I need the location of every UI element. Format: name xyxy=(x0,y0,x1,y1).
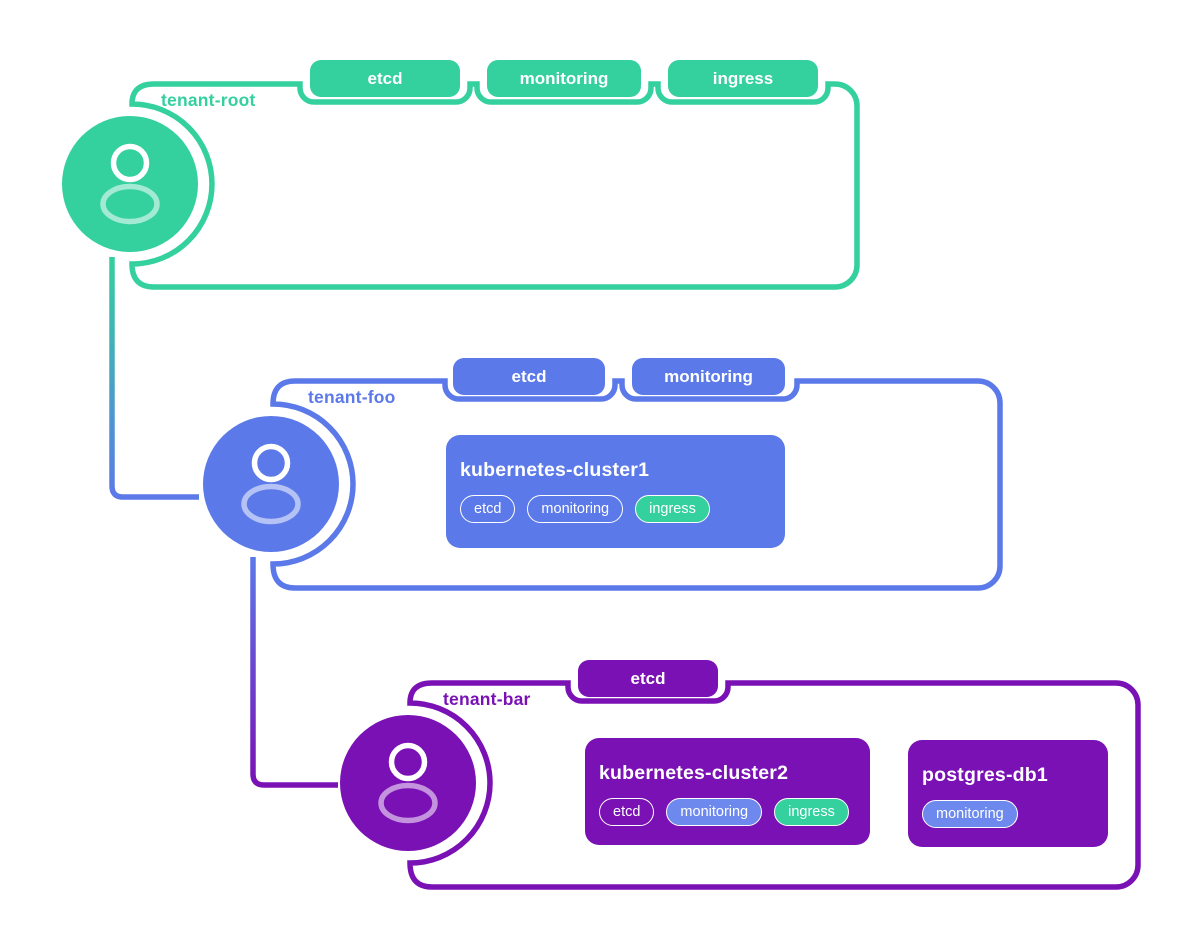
resource-pill-row: etcd monitoring ingress xyxy=(599,798,854,826)
tenant-bar-label: tenant-bar xyxy=(443,689,531,709)
tenant-root-avatar xyxy=(62,116,198,252)
tenant-foo-box xyxy=(270,378,1003,591)
resource-card-kubernetes-cluster2: kubernetes-cluster2 etcd monitoring ingr… xyxy=(585,738,870,845)
resource-title: kubernetes-cluster1 xyxy=(460,459,650,481)
tenant-bar-box xyxy=(407,680,1141,890)
tenant-root-tag-etcd: etcd xyxy=(310,60,460,97)
tenant-root-label: tenant-root xyxy=(161,90,256,110)
resource-pill-monitoring: monitoring xyxy=(922,800,1018,828)
tenant-foo-tag-monitoring: monitoring xyxy=(632,358,785,395)
connector-foo-to-bar xyxy=(250,557,338,788)
tenant-root-box xyxy=(129,81,860,290)
resource-pill-etcd: etcd xyxy=(460,495,516,523)
resource-pill-monitoring: monitoring xyxy=(666,798,763,826)
resource-pill-etcd: etcd xyxy=(599,798,655,826)
tenant-bar-tag-etcd: etcd xyxy=(578,660,718,697)
connector-root-to-foo xyxy=(109,257,199,500)
user-icon xyxy=(241,443,301,525)
resource-pill-ingress: ingress xyxy=(635,495,710,523)
resource-pill-row: monitoring xyxy=(922,800,1092,828)
resource-pill-row: etcd monitoring ingress xyxy=(460,495,769,523)
tenant-foo-avatar xyxy=(203,416,339,552)
tenant-foo-label: tenant-foo xyxy=(308,387,396,407)
tenant-root-tag-ingress: ingress xyxy=(668,60,818,97)
tenant-bar-avatar xyxy=(340,715,476,851)
tenant-root-tag-monitoring: monitoring xyxy=(487,60,641,97)
resource-pill-monitoring: monitoring xyxy=(527,495,624,523)
user-icon xyxy=(100,143,160,225)
resource-title: postgres-db1 xyxy=(922,764,1048,786)
resource-card-postgres-db1: postgres-db1 monitoring xyxy=(908,740,1108,847)
user-icon xyxy=(378,742,438,824)
resource-card-kubernetes-cluster1: kubernetes-cluster1 etcd monitoring ingr… xyxy=(446,435,785,548)
resource-pill-ingress: ingress xyxy=(774,798,849,826)
resource-title: kubernetes-cluster2 xyxy=(599,762,789,784)
tenant-foo-tag-etcd: etcd xyxy=(453,358,605,395)
